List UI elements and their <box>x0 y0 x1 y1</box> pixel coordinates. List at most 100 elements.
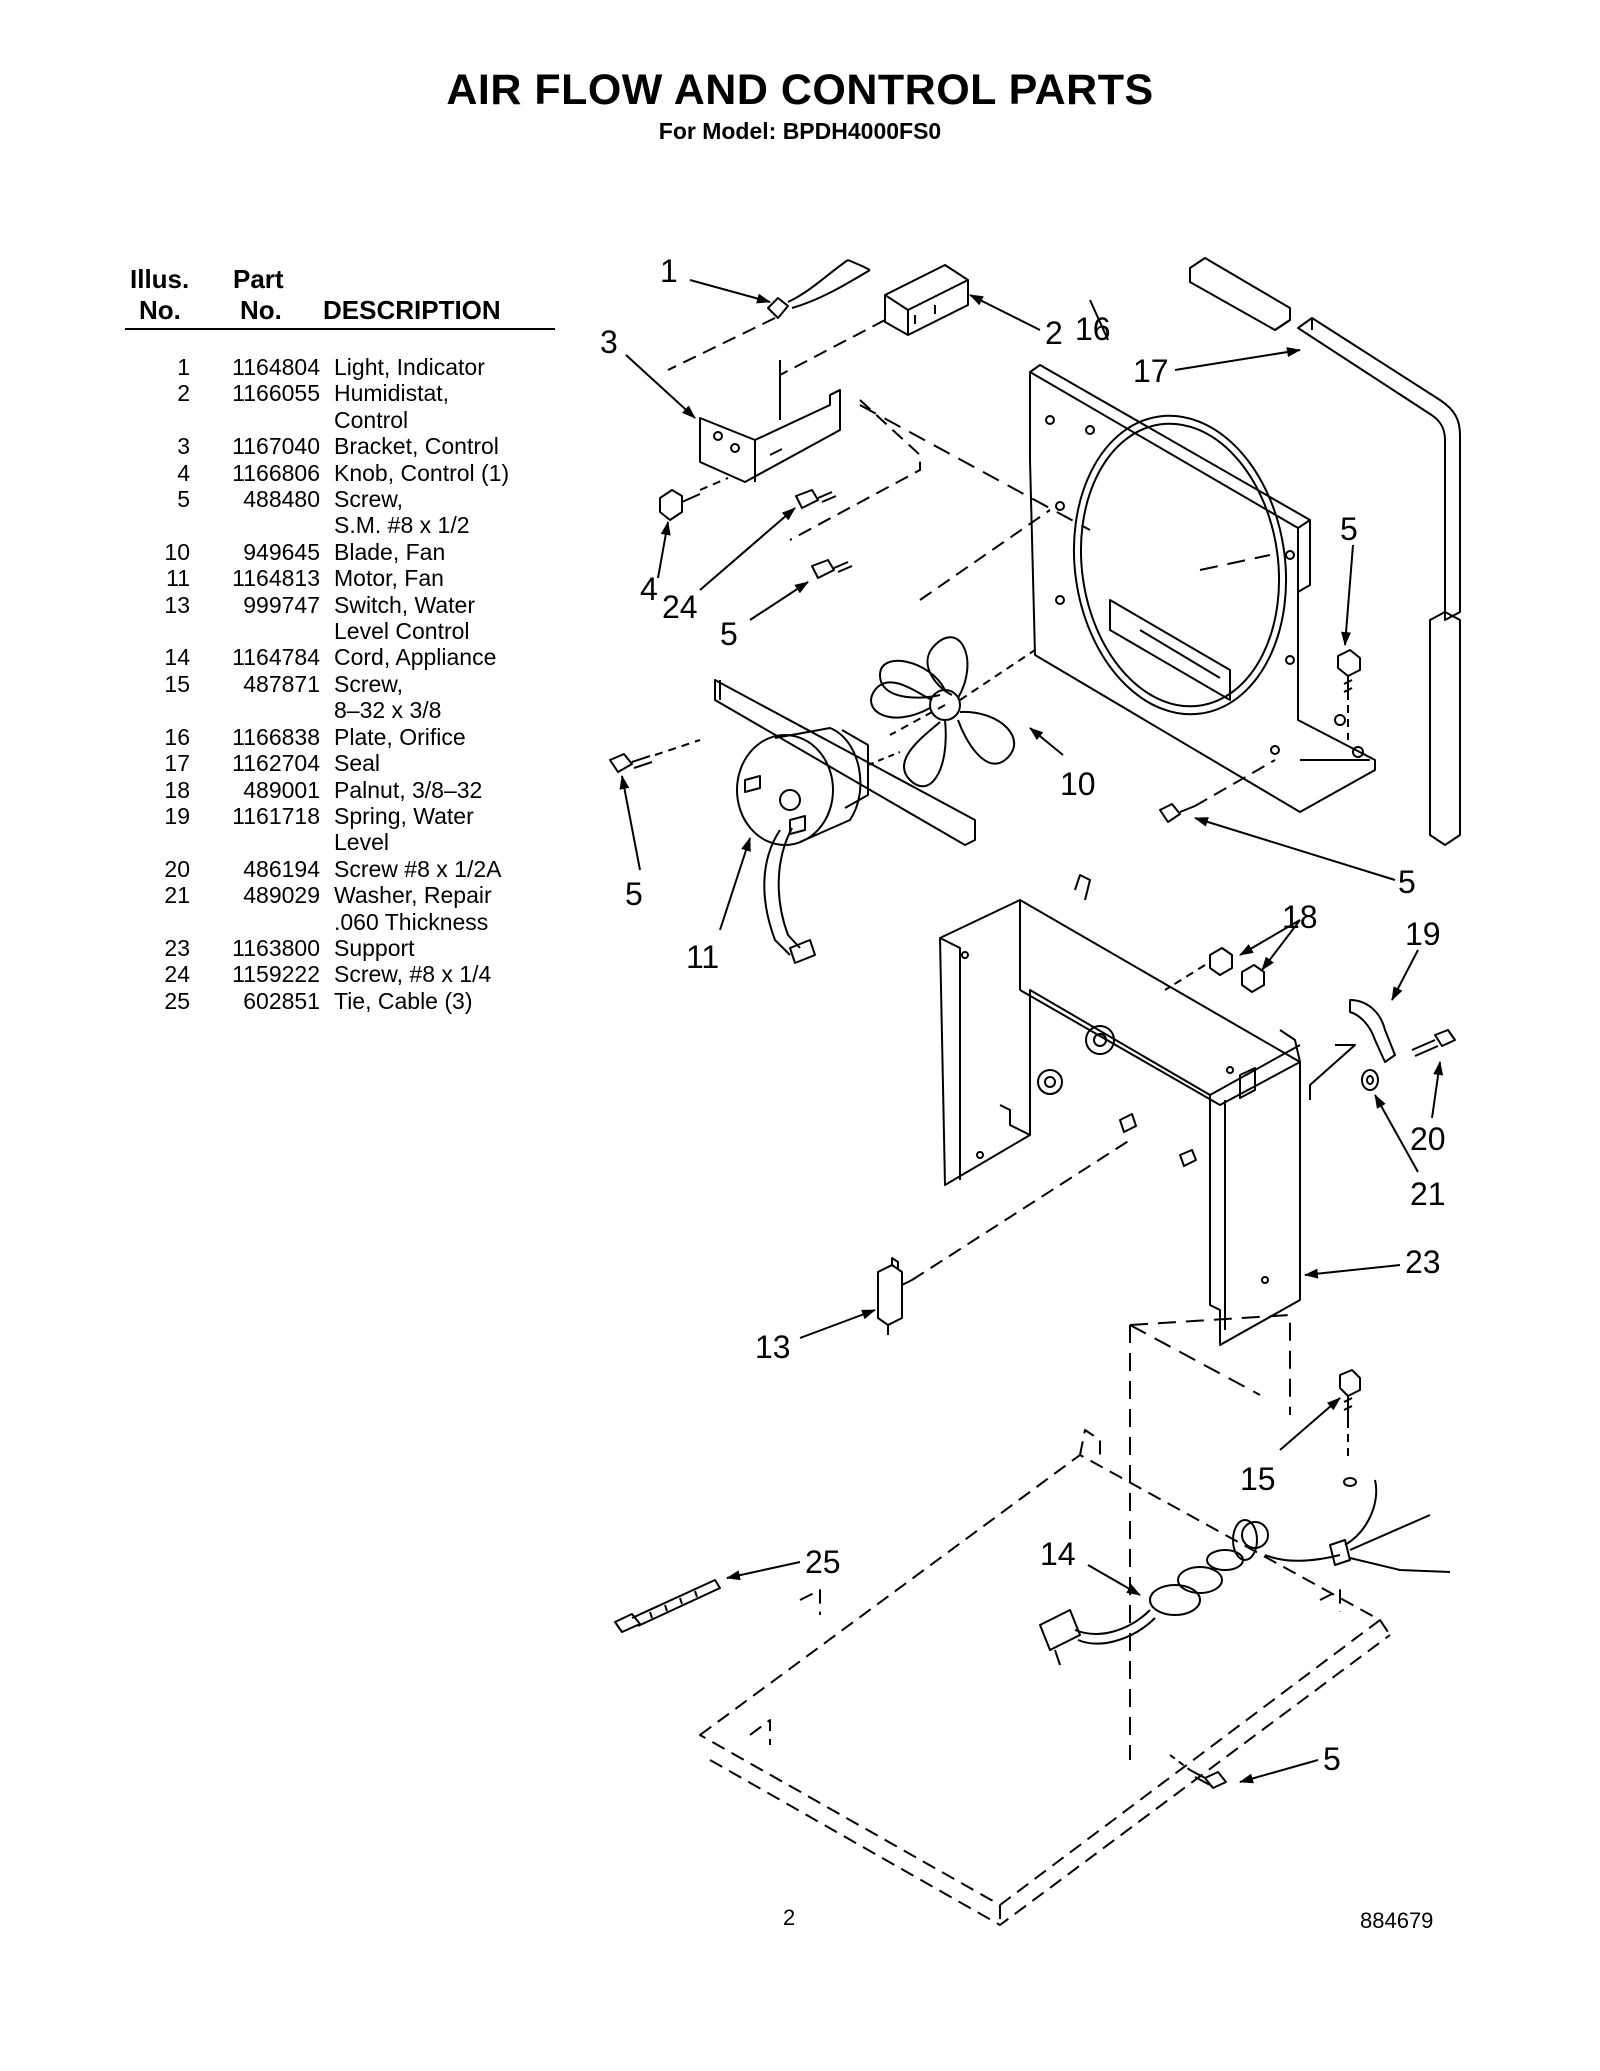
parts-row: Level Control <box>130 618 509 644</box>
illus-number: 25 <box>164 987 190 1014</box>
callout-10: 10 <box>1060 766 1096 802</box>
parts-row: 16 1166838 Plate, Orifice <box>130 724 509 750</box>
header-part-line2: No. <box>240 295 282 325</box>
page-number: 2 <box>783 1905 796 1930</box>
illus-number: 18 <box>164 776 190 803</box>
illus-number: 4 <box>177 459 190 486</box>
callout-5-right: 5 <box>1398 864 1416 900</box>
part-description: Level Control <box>334 618 470 645</box>
part-description: Blade, Fan <box>334 538 446 565</box>
part-description: Light, Indicator <box>334 354 485 380</box>
callout-17: 17 <box>1133 353 1169 389</box>
leader-arrows <box>619 279 1444 1784</box>
part-description: Screw #8 x 1/2A <box>334 855 502 882</box>
part-description: Spring, Water <box>334 802 474 829</box>
illus-number: 1 <box>177 354 190 380</box>
part-description: Tie, Cable (3) <box>334 987 473 1014</box>
orifice-plate-part <box>1029 364 1376 813</box>
washer-part <box>1361 1069 1379 1091</box>
callout-2: 2 <box>1045 315 1063 351</box>
part-number: 489029 <box>243 882 320 909</box>
indicator-light-part <box>767 259 871 319</box>
illus-number: 21 <box>164 882 190 909</box>
fan-motor-part <box>714 679 976 964</box>
screw-5a-part <box>1337 649 1361 700</box>
illus-number: 20 <box>164 855 190 882</box>
part-number: 1166055 <box>232 380 320 407</box>
header-illus-line1: Illus. <box>130 264 190 294</box>
illus-number: 5 <box>177 486 190 513</box>
parts-row: .060 Thickness <box>130 909 509 935</box>
part-description: Cord, Appliance <box>334 644 497 671</box>
part-description: Screw, <box>334 670 404 697</box>
callout-18: 18 <box>1282 899 1318 935</box>
part-number: 1166806 <box>232 459 320 486</box>
parts-row: 23 1163800 Support <box>130 935 509 961</box>
callout-11: 11 <box>686 939 719 975</box>
part-number: 488480 <box>243 486 320 513</box>
callout-20: 20 <box>1410 1121 1446 1157</box>
illus-number: 23 <box>164 934 190 961</box>
part-number: 1161718 <box>232 802 320 829</box>
illus-number: 2 <box>177 380 190 407</box>
part-description: Palnut, 3/8–32 <box>334 776 483 803</box>
screw-5d-part <box>1159 803 1196 823</box>
illus-number: 13 <box>164 591 190 618</box>
part-description: Screw, #8 x 1/4 <box>334 961 492 988</box>
parts-row: Control <box>130 407 509 433</box>
part-description: Switch, Water <box>334 591 476 618</box>
illus-number: 3 <box>177 433 190 460</box>
part-description: .060 Thickness <box>334 908 489 935</box>
illus-number: 15 <box>164 670 190 697</box>
part-description: S.M. #8 x 1/2 <box>334 512 470 539</box>
callout-19: 19 <box>1405 916 1441 952</box>
callout-3: 3 <box>600 324 618 360</box>
part-description: Plate, Orifice <box>334 723 466 750</box>
part-number: 949645 <box>243 538 320 565</box>
callout-13: 13 <box>755 1329 791 1365</box>
base-plate-outline <box>699 1429 1391 1926</box>
part-description: Support <box>334 934 415 961</box>
parts-row: 18 489001 Palnut, 3/8–32 <box>130 777 509 803</box>
humidistat-part <box>884 264 969 336</box>
header-description: DESCRIPTION <box>323 295 501 325</box>
callout-labels: 1 2 16 3 17 5 4 24 5 10 5 5 11 18 19 20 … <box>600 253 1446 1777</box>
appliance-cord-part <box>1039 1477 1451 1666</box>
callout-24: 24 <box>662 589 698 625</box>
parts-row: S.M. #8 x 1/2 <box>130 512 509 538</box>
part-description: Motor, Fan <box>334 565 444 592</box>
seal-part <box>1189 257 1461 846</box>
screw-5b-part <box>811 559 853 579</box>
callout-5-bottom: 5 <box>1323 1741 1341 1777</box>
control-knob-part <box>659 477 729 521</box>
screw-20-part <box>1411 1029 1456 1057</box>
part-number: 1166838 <box>232 723 320 750</box>
callout-14: 14 <box>1040 1536 1076 1572</box>
callout-15: 15 <box>1240 1461 1276 1497</box>
illus-number: 19 <box>164 802 190 829</box>
illus-number: 16 <box>164 723 190 750</box>
part-description: Level <box>334 829 389 856</box>
part-description: Control <box>334 406 409 433</box>
support-part <box>939 874 1301 1346</box>
callout-16: 16 <box>1075 311 1111 347</box>
part-number: 1159222 <box>232 961 320 988</box>
illus-number: 17 <box>164 750 190 777</box>
screw-5e-part <box>1189 1769 1227 1789</box>
screw-15-part <box>1339 1369 1361 1460</box>
part-number: 1163800 <box>232 934 320 961</box>
part-description: 8–32 x 3/8 <box>334 697 442 724</box>
illus-number: 10 <box>164 538 190 565</box>
water-level-switch-part <box>877 1257 913 1335</box>
part-number: 489001 <box>243 776 320 803</box>
